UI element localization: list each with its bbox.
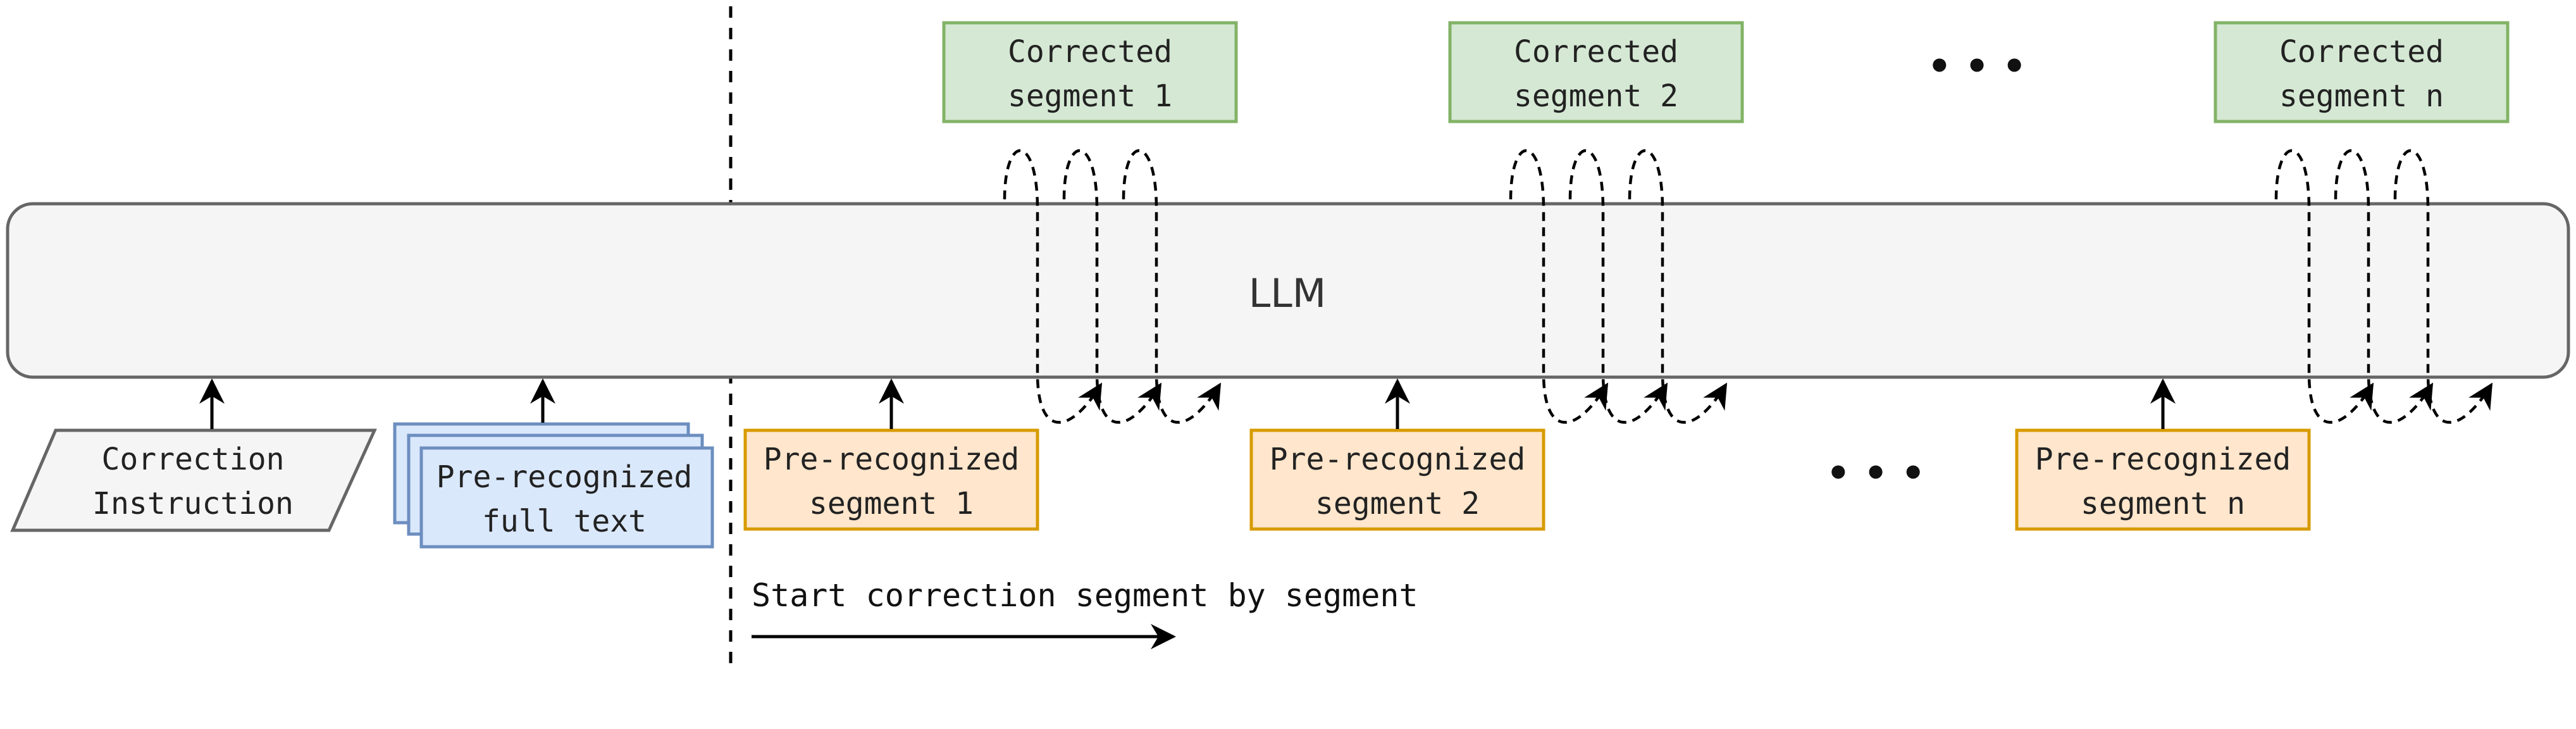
loop-group-2 (1509, 149, 1728, 424)
loop-group-1 (1003, 149, 1222, 424)
output-segment-1-line1: Corrected (1008, 34, 1172, 70)
loop-1b (1062, 149, 1162, 424)
output-segment-1 (942, 21, 1238, 123)
loop-na (2274, 149, 2374, 424)
input-segment-2-line1: Pre-recognized (1270, 442, 1526, 477)
input-segment-n (2015, 428, 2311, 531)
loop-2c (1628, 149, 1728, 424)
output-segment-n-line2: segment n (2279, 78, 2444, 114)
loop-nb (2334, 149, 2434, 424)
loop-1c (1122, 149, 1222, 424)
instruction-line2: Instruction (92, 486, 294, 521)
full-text-box (419, 446, 714, 549)
input-segment-n-line1: Pre-recognized (2035, 442, 2291, 477)
input-segment-2-line2: segment 2 (1315, 486, 1480, 521)
loop-2a (1509, 149, 1609, 424)
output-segment-n-line1: Corrected (2279, 34, 2444, 70)
caption-text: Start correction segment by segment (752, 577, 1418, 614)
full-text-line1: Pre-recognized (437, 459, 693, 495)
llm-box (6, 202, 2570, 379)
output-segment-n (2214, 21, 2510, 123)
output-segment-2-line2: segment 2 (1514, 78, 1678, 114)
llm-label: LLM (1249, 270, 1327, 316)
loop-2b (1568, 149, 1668, 424)
instruction-line1: Correction (102, 442, 285, 477)
full-text-line2: full text (482, 504, 647, 539)
input-segment-2 (1249, 428, 1545, 531)
input-segment-n-line2: segment n (2081, 486, 2245, 521)
ellipsis-bottom: • • • (1826, 451, 1926, 495)
output-segment-1-line2: segment 1 (1008, 78, 1172, 114)
input-segment-1 (743, 428, 1039, 531)
loop-nc (2393, 149, 2493, 424)
input-segment-1-line1: Pre-recognized (764, 442, 1020, 477)
input-segment-1-line2: segment 1 (809, 486, 974, 521)
ellipsis-top: • • • (1928, 44, 2027, 89)
output-segment-2-line1: Corrected (1514, 34, 1678, 70)
output-segment-2 (1448, 21, 1744, 123)
loop-1a (1003, 149, 1103, 424)
loop-group-n (2274, 149, 2493, 424)
instruction-box (10, 428, 377, 532)
